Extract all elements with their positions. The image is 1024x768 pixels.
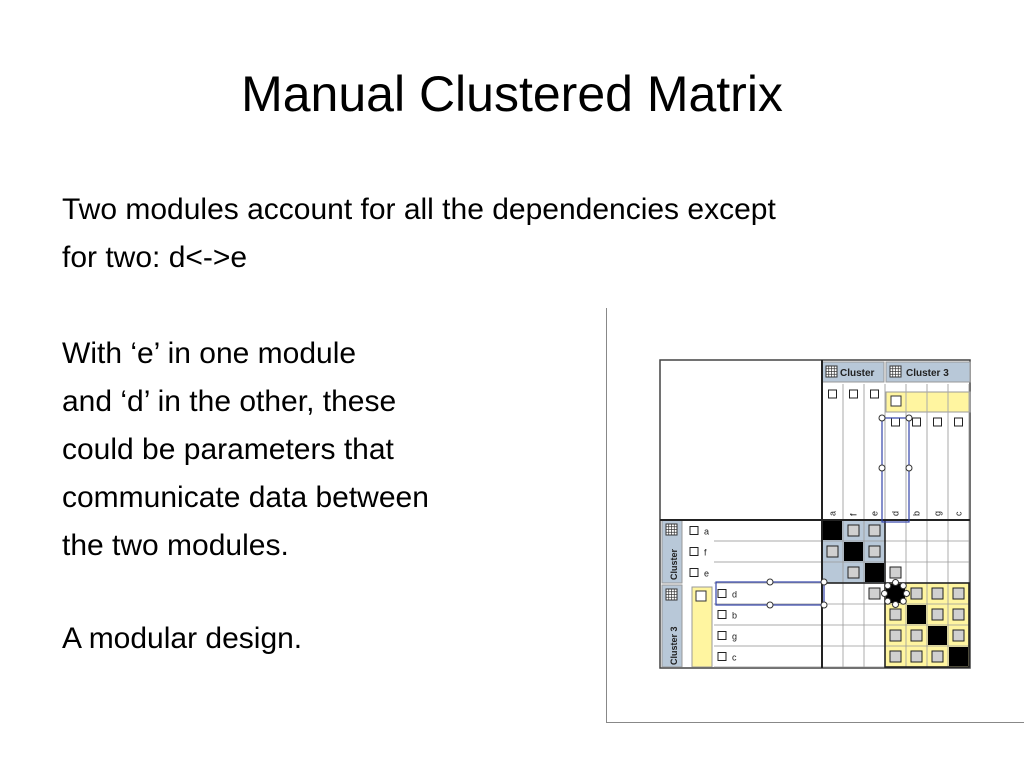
column-label: d: [891, 511, 901, 516]
column-checkbox: [912, 417, 921, 427]
cluster3-column-title: Cluster 3: [906, 368, 949, 379]
dependency-mark: [889, 650, 902, 663]
column-label: a: [828, 511, 838, 516]
selection-handle: [820, 578, 828, 586]
diagonal-cell: [865, 563, 884, 582]
slide-title: Manual Clustered Matrix: [241, 66, 783, 122]
selection-handle: [820, 601, 828, 609]
cluster1-boundary: [821, 519, 886, 584]
selection-handle: [884, 597, 892, 605]
row-label: e: [704, 569, 709, 579]
selection-handle: [899, 582, 907, 590]
column-checkbox: [891, 417, 900, 427]
column-label: g: [933, 511, 943, 516]
row-checkbox: [689, 526, 699, 535]
dependency-mark: [910, 650, 923, 663]
selection-handle: [892, 579, 899, 586]
row-checkbox: [717, 610, 727, 619]
diagonal-cell: [928, 626, 947, 645]
cluster3-boundary: [884, 582, 970, 668]
dependency-mark: [931, 650, 944, 663]
cluster3-expanded-bar: [885, 391, 971, 413]
selection-handle: [766, 601, 774, 609]
image-frame-bottom-border: [606, 722, 1024, 723]
column-checkbox: [870, 389, 879, 399]
text-line: and ‘d’ in the other, these: [62, 385, 397, 418]
diagonal-cell: [886, 584, 905, 603]
dependency-mark: [952, 587, 965, 600]
text-line: for two: d<->e: [62, 241, 248, 274]
column-label: f: [849, 513, 859, 516]
row-checkbox: [717, 631, 727, 640]
row-checkbox: [689, 568, 699, 577]
row-checkbox: [717, 589, 727, 598]
selection-handle: [766, 578, 774, 586]
selection-handle: [905, 414, 913, 422]
dependency-mark: [931, 608, 944, 621]
dependency-mark: [952, 608, 965, 621]
column-checkbox: [954, 417, 963, 427]
column-checkbox: [849, 389, 858, 399]
collapse-icon: [695, 590, 707, 602]
paragraph-parameters: With ‘e’ in one module and ‘d’ in the ot…: [62, 330, 582, 570]
column-label: b: [912, 511, 922, 516]
image-frame-left-border: [606, 308, 607, 723]
dependency-mark: [952, 629, 965, 642]
diagonal-cell: [844, 542, 863, 561]
text-line: Two modules account for all the dependen…: [62, 193, 776, 226]
dependency-mark: [889, 608, 902, 621]
paragraph-modules: Two modules account for all the dependen…: [62, 186, 962, 282]
row-label: f: [704, 548, 707, 558]
diagonal-cell: [823, 521, 842, 540]
dependency-mark-d-to-e: [889, 566, 902, 579]
selection-handle: [878, 414, 886, 422]
selection-handle: [892, 601, 899, 608]
collapse-icon: [890, 395, 902, 407]
cluster3-column-header: [885, 361, 971, 383]
row-checkbox: [717, 652, 727, 661]
diagonal-cell: [949, 647, 968, 666]
paragraph-conclusion: A modular design.: [62, 622, 303, 655]
cluster3-row-header: [661, 584, 683, 668]
row-label: c: [732, 653, 737, 663]
selection-handle: [881, 590, 888, 597]
row-checkbox: [689, 547, 699, 556]
dependency-mark: [931, 587, 944, 600]
column-label: e: [870, 511, 880, 516]
diagonal-cell: [907, 605, 926, 624]
dependency-mark: [868, 524, 881, 537]
cluster1-row-title: Cluster: [669, 548, 679, 580]
cluster3-row-expanded-bar: [691, 586, 713, 668]
selection-handle: [903, 590, 910, 597]
column-checkbox: [828, 389, 837, 399]
dependency-mark: [910, 587, 923, 600]
cluster1-column-title: Cluster: [840, 368, 875, 379]
text-line: the two modules.: [62, 529, 289, 562]
dependency-mark: [847, 566, 860, 579]
column-checkbox: [933, 417, 942, 427]
selection-handle: [884, 582, 892, 590]
row-label: a: [704, 527, 709, 537]
dependency-mark: [868, 545, 881, 558]
dependency-mark: [910, 629, 923, 642]
dependency-mark-e-to-d: [868, 587, 881, 600]
selection-handle: [878, 464, 886, 472]
cluster3-row-title: Cluster 3: [669, 626, 679, 665]
dependency-mark: [889, 629, 902, 642]
row-label: b: [732, 611, 737, 621]
dependency-mark: [847, 524, 860, 537]
dependency-mark: [826, 545, 839, 558]
column-label: c: [954, 511, 964, 516]
text-line: could be parameters that: [62, 433, 394, 466]
selection-handle: [899, 597, 907, 605]
text-line: With ‘e’ in one module: [62, 337, 357, 370]
row-label: d: [732, 590, 737, 600]
selection-handle: [905, 464, 913, 472]
row-label: g: [732, 632, 737, 642]
text-line: communicate data between: [62, 481, 429, 514]
